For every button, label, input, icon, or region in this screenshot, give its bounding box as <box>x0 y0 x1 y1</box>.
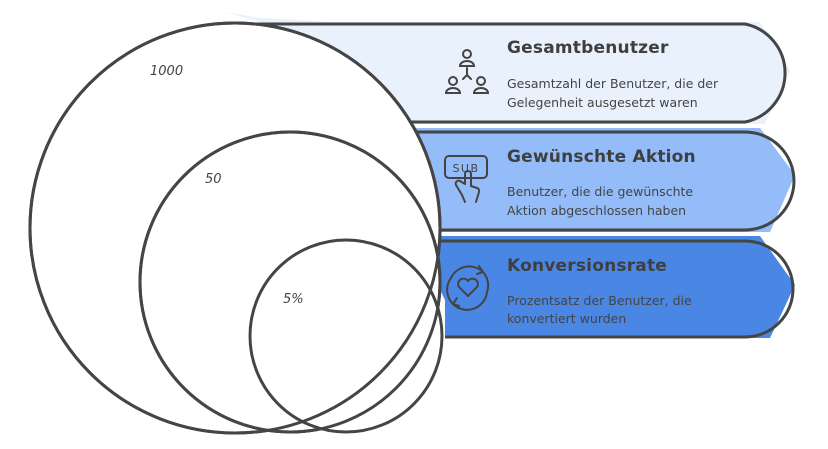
desc-gewuenschte-aktion-line2: Aktion abgeschlossen haben <box>507 203 687 218</box>
svg-text:SUB: SUB <box>452 162 479 175</box>
desc-konversionsrate-line1: Prozentsatz der Benutzer, die <box>507 293 692 308</box>
value-50: 50 <box>205 172 222 187</box>
subscribe-click-icon: SUB <box>444 155 488 203</box>
value-1000: 1000 <box>150 64 184 79</box>
users-network-icon <box>444 49 490 94</box>
desc-gewuenschte-aktion-line1: Benutzer, die die gewünschte <box>507 184 694 199</box>
band-konversionsrate <box>345 228 795 339</box>
band-gesamtbenutzer <box>225 12 790 124</box>
title-konversionsrate: Konversionsrate <box>507 256 668 276</box>
title-gewuenschte-aktion: Gewünschte Aktion <box>507 147 696 167</box>
desc-konversionsrate-line2: konvertiert wurden <box>507 311 627 326</box>
desc-gesamtbenutzer-line1: Gesamtzahl der Benutzer, die der <box>507 76 719 91</box>
title-gesamtbenutzer: Gesamtbenutzer <box>507 38 669 58</box>
circle-5pct <box>248 238 444 434</box>
heart-cycle-icon <box>446 265 490 311</box>
value-5pct: 5% <box>283 292 304 307</box>
desc-gesamtbenutzer-line2: Gelegenheit ausgesetzt waren <box>507 95 698 110</box>
